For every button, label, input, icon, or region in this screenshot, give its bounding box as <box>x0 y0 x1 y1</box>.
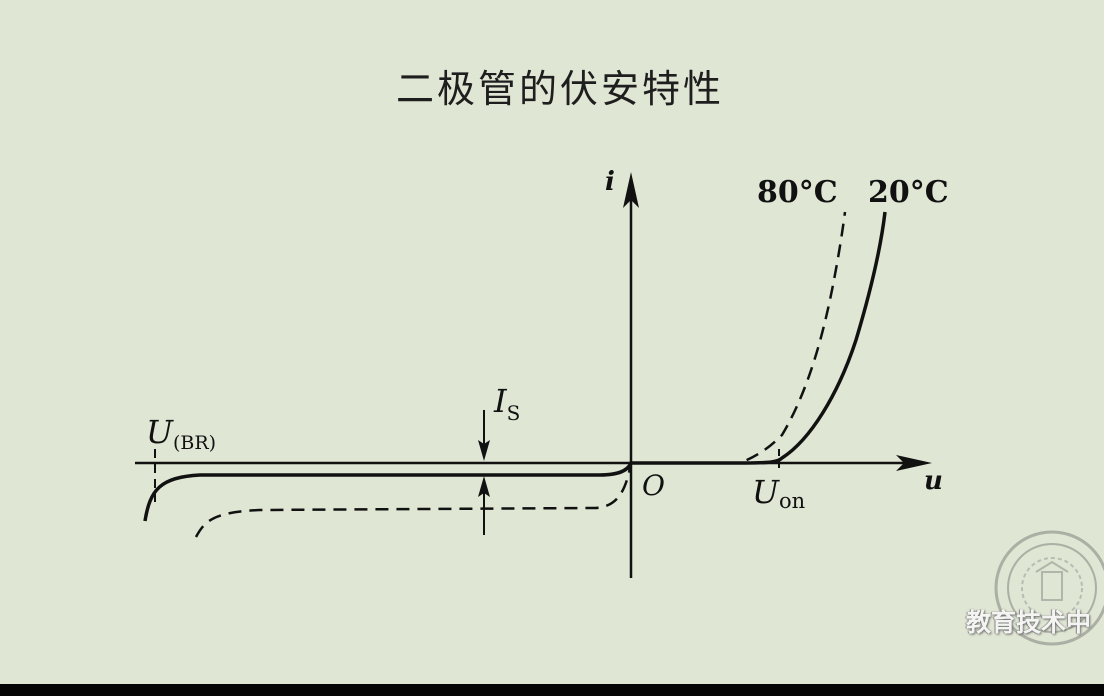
axis-label-i: i <box>605 167 615 197</box>
video-bottom-bar <box>0 684 1104 696</box>
is-label: IS <box>493 382 520 425</box>
temp-label-80c: 80°C <box>757 175 838 210</box>
uon-label: Uon <box>752 473 805 513</box>
is-arrow-down-head-icon <box>478 440 490 461</box>
axis-label-u: u <box>924 466 943 496</box>
slide-title: 二极管的伏安特性 <box>395 67 724 111</box>
ubr-label: U(BR) <box>146 413 216 454</box>
uon-label-sub: on <box>779 489 805 513</box>
is-arrow-up-head-icon <box>478 476 490 497</box>
u-axis-arrow-icon <box>896 455 932 471</box>
origin-label: O <box>642 469 665 502</box>
i-axis-arrow-icon <box>623 172 639 208</box>
uon-label-main: U <box>752 473 780 511</box>
curve-80c <box>194 211 847 538</box>
temp-label-20c: 20°C <box>868 175 949 210</box>
curve-20c <box>143 211 887 522</box>
watermark-text: 教育技术中 <box>966 608 1092 637</box>
is-label-main: I <box>493 382 508 420</box>
university-seal-icon <box>994 530 1104 646</box>
ubr-label-sub: (BR) <box>173 432 216 454</box>
is-label-sub: S <box>507 401 521 425</box>
ubr-label-main: U <box>146 413 174 451</box>
